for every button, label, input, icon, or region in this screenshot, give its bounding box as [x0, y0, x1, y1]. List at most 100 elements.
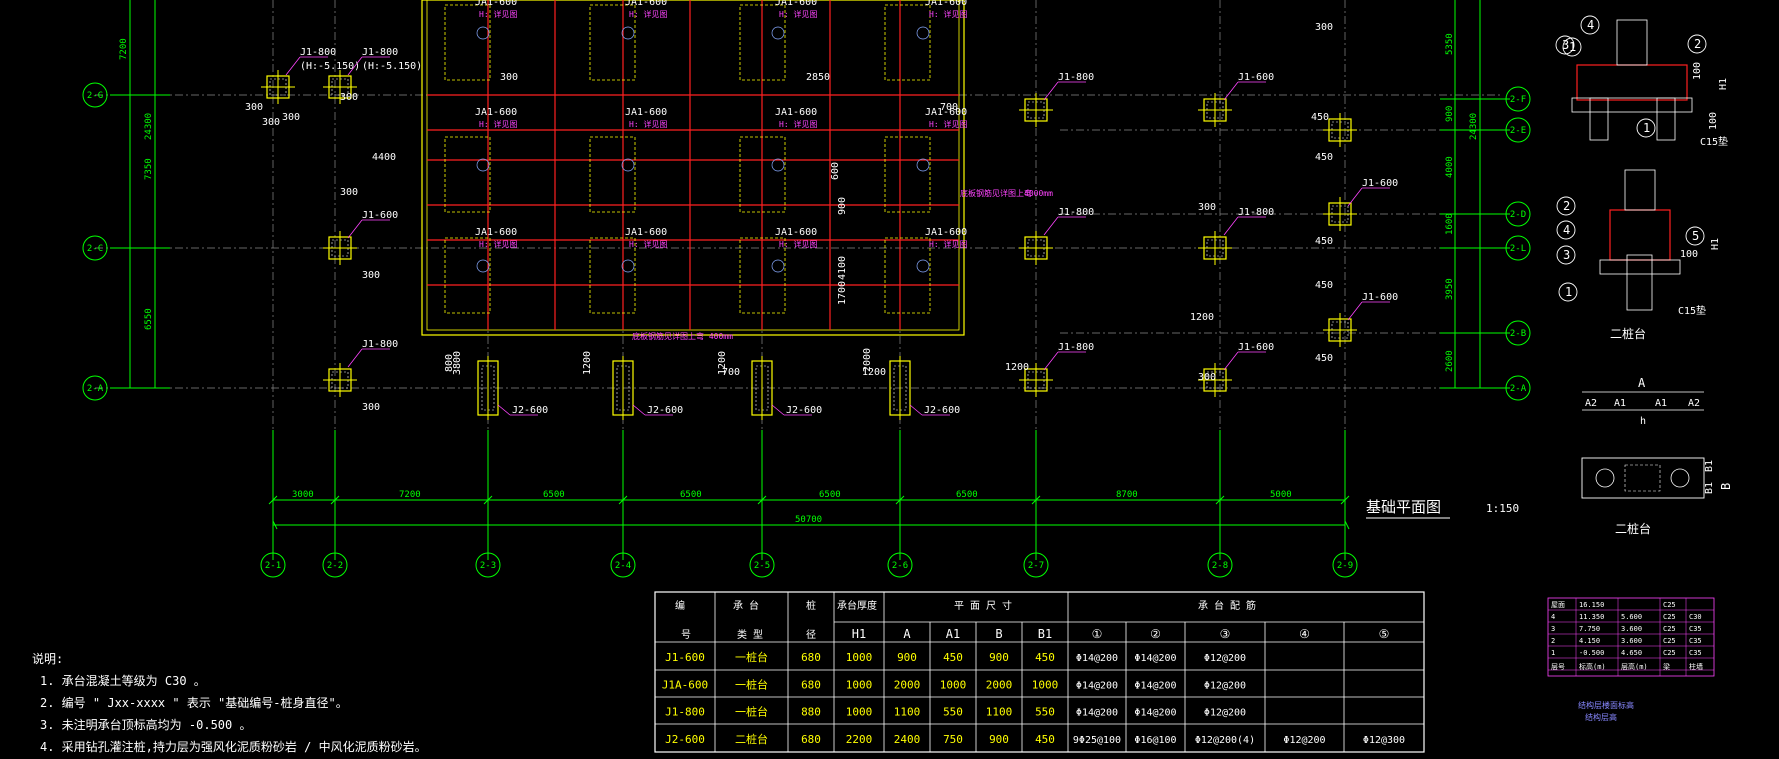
ja-sub-7: H: 详见图: [929, 239, 967, 249]
pile-cap-9[interactable]: [1198, 363, 1232, 397]
pile-cap-10[interactable]: [1323, 197, 1357, 231]
col-axis-7: 2-8: [1207, 552, 1233, 578]
right-dim-6: 2600: [1445, 350, 1455, 372]
table-cell-1-4: 2000: [894, 679, 921, 692]
small-table-cell-1-3: C25: [1663, 613, 1676, 621]
table-cell-3-9: Φ16@100: [1134, 735, 1176, 746]
pile-cap-1[interactable]: [323, 70, 357, 104]
row-axis-left-1: 2-C: [82, 235, 108, 261]
right-dim-3: 4000: [1445, 156, 1455, 178]
pile-cap-5[interactable]: [1019, 231, 1053, 265]
small-dim-14: 1200: [862, 367, 886, 378]
table-cell-0-1: 一桩台: [735, 650, 768, 664]
table-cell-3-11: Φ12@200: [1283, 735, 1325, 746]
ja-label-8: JA1-600: [475, 0, 517, 8]
ja-sub-10: H: 详见图: [779, 9, 817, 19]
col-axis-1: 2-2: [322, 552, 348, 578]
table-cell-2-7: 550: [1035, 706, 1055, 719]
pile-cap-2[interactable]: [323, 231, 357, 265]
detail2-dim-100: 100: [1680, 249, 1698, 260]
small-dim-24: 900: [837, 197, 848, 215]
bottom-dim-2: 6500: [543, 490, 565, 500]
table-head1-0: 编: [675, 599, 685, 612]
col-axis-8-label: 2-9: [1337, 561, 1353, 571]
row-axis-right-2-label: 2-D: [1510, 210, 1526, 220]
pile-cap-4[interactable]: [1019, 93, 1053, 127]
left-dim-3: 6550: [144, 308, 154, 330]
small-table-cell-2-2: 3.600: [1621, 625, 1642, 633]
table-cell-0-2: 680: [801, 651, 821, 664]
col-axis-4: 2-5: [749, 552, 775, 578]
pile-cap-label-8: J1-800: [1238, 207, 1274, 218]
right-dim-1: 900: [1445, 106, 1455, 122]
table-cell-1-6: 2000: [986, 679, 1013, 692]
pile-caps[interactable]: [261, 70, 1357, 420]
col-axis-8: 2-9: [1332, 552, 1358, 578]
small-table-cell-3-2: 3.600: [1621, 637, 1642, 645]
small-dim-9: 800: [444, 354, 455, 372]
ja-label-2: JA1-600: [625, 107, 667, 118]
ja-sub-1: H: 详见图: [479, 239, 517, 249]
small-table-caption-1: 结构层楼面标高: [1578, 700, 1634, 710]
col-axis-5: 2-6: [887, 552, 913, 578]
pile-cap-j2-2[interactable]: [751, 356, 773, 420]
pile-cap-6[interactable]: [1019, 363, 1053, 397]
small-table-cell-4-1: -0.500: [1579, 649, 1604, 657]
pile-cap-7[interactable]: [1198, 93, 1232, 127]
small-table-cell-3-3: C25: [1663, 637, 1676, 645]
pile-cap-0[interactable]: [261, 70, 295, 104]
pile-cap-j2-label-1: J2-600: [647, 405, 683, 416]
detail3-top-1: A1: [1614, 398, 1626, 409]
small-dim-5: 4400: [372, 152, 396, 163]
small-table-footer-0: 层号: [1551, 663, 1565, 671]
pile-cap-11[interactable]: [1323, 313, 1357, 347]
detail3-dim-h: h: [1640, 416, 1646, 427]
table-head2-0: H1: [852, 627, 866, 641]
pile-cap-j2-1[interactable]: [612, 356, 634, 420]
detail1-marker-3: 4: [1587, 18, 1594, 32]
detail1-dim-c15: C15垫: [1700, 135, 1728, 148]
small-dim-31: 1200: [1190, 312, 1214, 323]
pile-cap-8[interactable]: [1198, 231, 1232, 265]
small-table-cell-0-0: 屋面: [1551, 601, 1565, 609]
detail1-marker-2: 3: [1562, 38, 1569, 52]
small-dim-4: 300: [362, 402, 380, 413]
row-axis-right-4-label: 2-B: [1510, 329, 1526, 339]
small-dim-0: 300: [245, 102, 263, 113]
pile-cap-12[interactable]: [1323, 113, 1357, 147]
ja-label-3: JA1-600: [625, 227, 667, 238]
small-dim-17: 300: [1198, 372, 1216, 383]
table-head1b-1: 类 型: [737, 628, 763, 641]
detail2-dim-c15: C15垫: [1678, 304, 1706, 317]
col-axis-4-label: 2-5: [754, 561, 770, 571]
left-dim-1: 24300: [144, 113, 154, 140]
table-head1b-2: 径: [806, 628, 816, 641]
table-head2-9: ⑤: [1379, 627, 1390, 641]
detail3-top-0: A2: [1585, 398, 1597, 409]
small-dim-11: 3800: [452, 351, 463, 375]
table-cell-3-5: 750: [943, 733, 963, 746]
table-head1-3: 承台厚度: [837, 599, 877, 612]
pile-cap-3[interactable]: [323, 363, 357, 397]
cap-elev-0: (H:-5.150): [300, 61, 360, 72]
row-axis-left-0-label: 2-G: [87, 91, 103, 101]
row-axis-left-2-label: 2-A: [87, 384, 104, 394]
foundation-beams: [427, 0, 959, 330]
pile-cap-j2-0[interactable]: [477, 356, 499, 420]
detail3-top-3: A2: [1688, 398, 1700, 409]
table-cell-0-10: Φ12@200: [1204, 653, 1246, 664]
total-dim: 50700: [795, 515, 822, 525]
pile-cap-j2-3[interactable]: [889, 356, 911, 420]
detail3-dim-b1a: B1: [1704, 460, 1715, 472]
table-cell-3-6: 900: [989, 733, 1009, 746]
row-axis-right-5: 2-A: [1505, 375, 1531, 401]
bottom-dim-6: 8700: [1116, 490, 1138, 500]
cap-elev-1: (H:-5.150): [362, 61, 422, 72]
table-cell-2-3: 1000: [846, 706, 873, 719]
table-cell-2-1: 一桩台: [735, 705, 768, 719]
